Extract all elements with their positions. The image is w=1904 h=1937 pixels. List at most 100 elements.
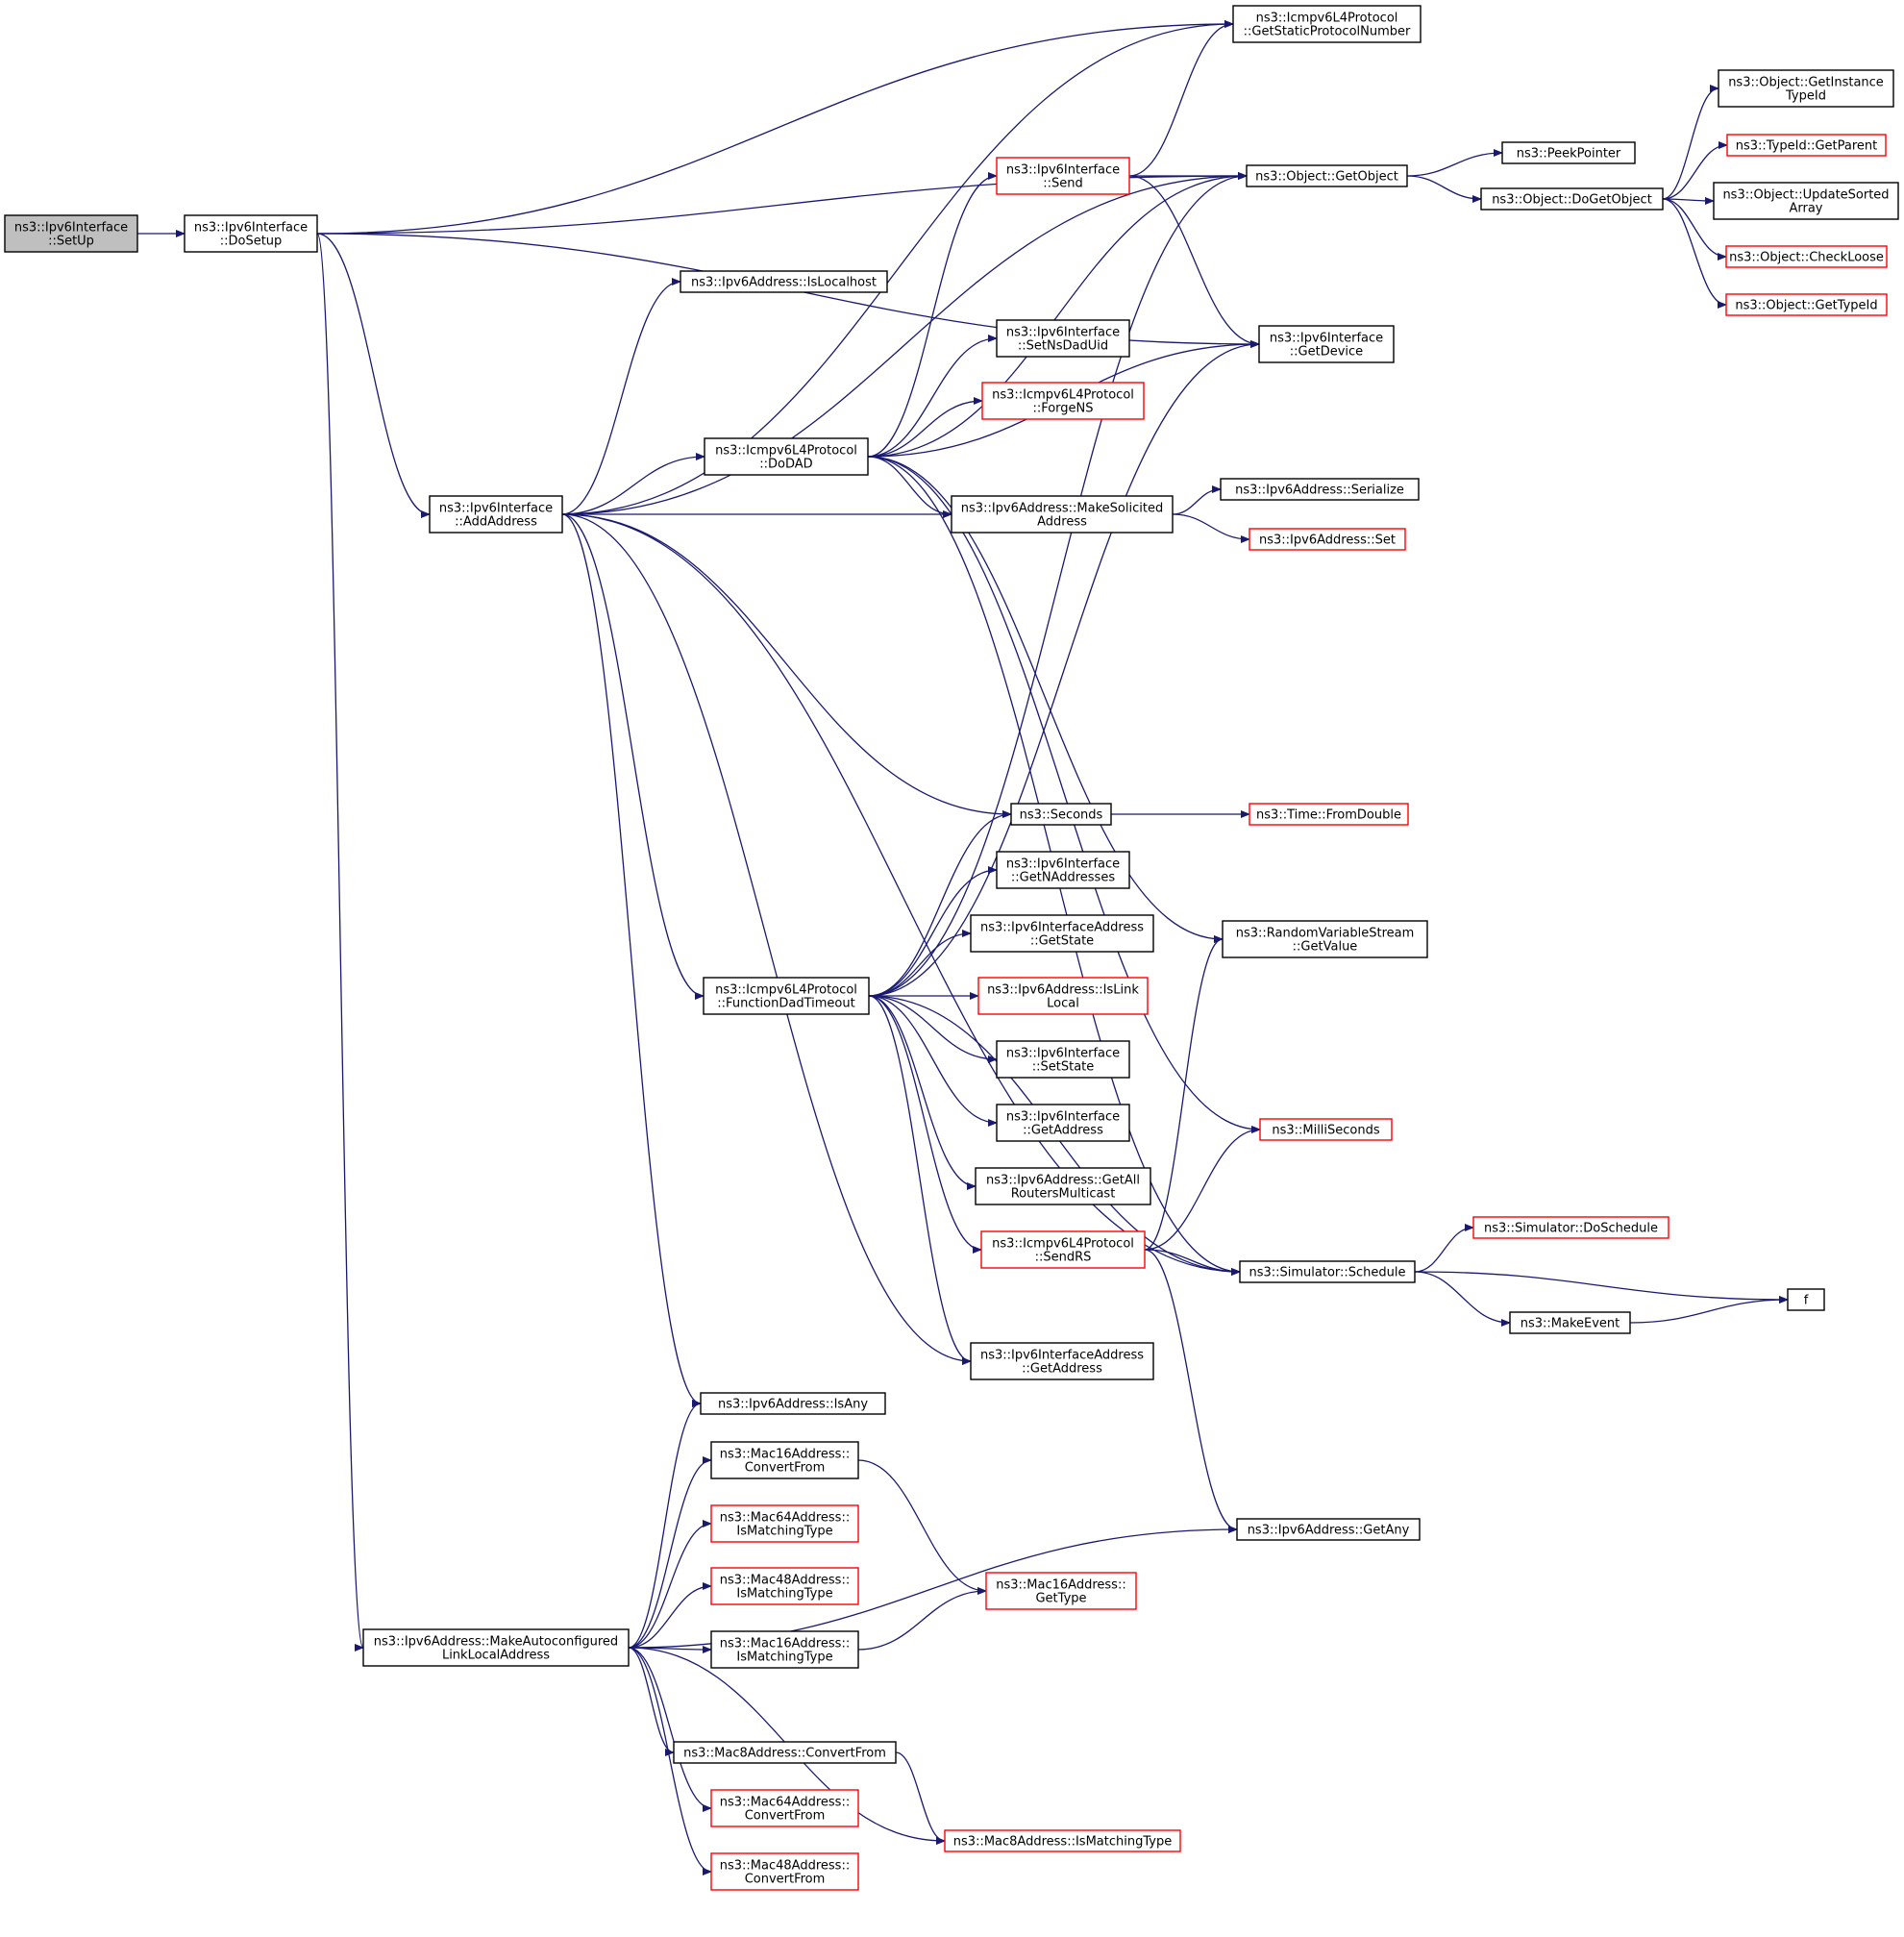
node-schedule[interactable]: ns3::Simulator::Schedule [1239, 1260, 1416, 1283]
node-funcdad[interactable]: ns3::Icmpv6L4Protocol::FunctionDadTimeou… [703, 977, 870, 1015]
node-label: ns3::TypeId::GetParent [1736, 139, 1878, 154]
node-dosetup[interactable]: ns3::Ipv6Interface::DoSetup [184, 214, 318, 253]
node-checkloose[interactable]: ns3::Object::CheckLoose [1725, 245, 1888, 268]
node-label: ns3::Object::GetTypeId [1735, 299, 1877, 313]
node-getobject[interactable]: ns3::Object::GetObject [1246, 164, 1408, 187]
node-box [1222, 920, 1428, 958]
node-box [1472, 1216, 1669, 1239]
edge-addaddress-to-addrgetaddress [561, 513, 972, 1365]
node-milliseconds[interactable]: ns3::MilliSeconds [1259, 1118, 1393, 1141]
node-box [1249, 803, 1409, 826]
edge-makeauto-to-mac64match [628, 1520, 712, 1649]
edge-dodad-to-getvalue [867, 456, 1224, 943]
node-label: ns3::Simulator::Schedule [1249, 1266, 1405, 1280]
node-label: ns3::Ipv6Interface [1006, 163, 1120, 178]
node-makeevent[interactable]: ns3::MakeEvent [1509, 1311, 1631, 1334]
edge-send-to-getstatic [1128, 20, 1234, 177]
node-isany[interactable]: ns3::Ipv6Address::IsAny [700, 1392, 886, 1415]
node-label: IsMatchingType [736, 1651, 832, 1665]
node-makeauto[interactable]: ns3::Ipv6Address::MakeAutoconfiguredLink… [362, 1628, 630, 1667]
node-box [970, 1342, 1154, 1380]
edge-makeauto-to-mac48match [628, 1582, 712, 1649]
node-getnaddresses[interactable]: ns3::Ipv6Interface::GetNAddresses [996, 851, 1130, 889]
node-box [362, 1628, 630, 1667]
node-mac48match[interactable]: ns3::Mac48Address::IsMatchingType [710, 1567, 859, 1605]
node-label: ns3::Ipv6InterfaceAddress [980, 1349, 1144, 1363]
node-setnsdaduid[interactable]: ns3::Ipv6Interface::SetNsDadUid [996, 319, 1130, 358]
edge-addaddress-to-getstatic [561, 20, 1234, 515]
node-label: ::AddAddress [455, 515, 537, 530]
node-mac8match[interactable]: ns3::Mac8Address::IsMatchingType [944, 1829, 1181, 1852]
node-set[interactable]: ns3::Ipv6Address::Set [1249, 528, 1406, 551]
node-dodad[interactable]: ns3::Icmpv6L4Protocol::DoDAD [704, 437, 869, 476]
node-label: ::SetState [1032, 1060, 1095, 1075]
node-mac8convert[interactable]: ns3::Mac8Address::ConvertFrom [673, 1741, 897, 1764]
edge-makeauto-to-mac48convert [628, 1647, 712, 1875]
node-label: ns3::Ipv6Address::MakeAutoconfigured [374, 1635, 618, 1650]
node-sendrs[interactable]: ns3::Icmpv6L4Protocol::SendRS [980, 1230, 1146, 1269]
node-label: ns3::Mac16Address:: [720, 1448, 850, 1462]
node-peekpointer[interactable]: ns3::PeekPointer [1501, 141, 1636, 164]
node-fromdouble[interactable]: ns3::Time::FromDouble [1249, 803, 1409, 826]
node-islocalhost[interactable]: ns3::Ipv6Address::IsLocalhost [680, 270, 888, 293]
node-setstate[interactable]: ns3::Ipv6Interface::SetState [996, 1040, 1130, 1079]
node-f[interactable]: f [1787, 1288, 1825, 1311]
node-addaddress[interactable]: ns3::Ipv6Interface::AddAddress [429, 495, 563, 534]
node-label: ::SetUp [48, 235, 94, 249]
node-box [975, 1167, 1151, 1205]
edge-schedule-to-f [1414, 1271, 1789, 1304]
node-setup[interactable]: ns3::Ipv6Interface::SetUp [4, 214, 138, 253]
node-mac64convert[interactable]: ns3::Mac64Address::ConvertFrom [710, 1789, 859, 1827]
node-label: ns3::Icmpv6L4Protocol [715, 983, 857, 998]
node-label: f [1804, 1294, 1809, 1308]
edge-getobject-to-peekpointer [1406, 149, 1503, 177]
node-mac16gettype[interactable]: ns3::Mac16Address::GetType [985, 1572, 1137, 1610]
node-label: ::SetNsDadUid [1018, 339, 1108, 354]
edge-dodad-to-send [867, 172, 998, 458]
node-dogetobject[interactable]: ns3::Object::DoGetObject [1480, 187, 1664, 211]
node-getstate[interactable]: ns3::Ipv6InterfaceAddress::GetState [970, 914, 1154, 953]
edge-mac8convert-to-mac8match [895, 1751, 946, 1845]
edge-dodad-to-makesolicited [867, 456, 952, 518]
node-getvalue[interactable]: ns3::RandomVariableStream::GetValue [1222, 920, 1428, 958]
node-label: ns3::Ipv6Interface [1006, 1110, 1120, 1125]
node-label: ::GetState [1030, 934, 1094, 949]
edge-addaddress-to-seconds [561, 513, 1012, 818]
node-getparent[interactable]: ns3::TypeId::GetParent [1726, 134, 1887, 157]
node-label: ns3::RandomVariableStream [1236, 927, 1415, 941]
edge-makesolicited-to-serialize [1172, 485, 1222, 515]
edge-makeauto-to-isany [628, 1400, 702, 1649]
edge-funcdad-to-setstate [868, 995, 998, 1063]
node-box [1726, 134, 1887, 157]
edge-schedule-to-makeevent [1414, 1271, 1511, 1327]
node-box [970, 914, 1154, 953]
node-mac16convert[interactable]: ns3::Mac16Address::ConvertFrom [710, 1441, 859, 1479]
node-forgens[interactable]: ns3::Icmpv6L4Protocol::ForgeNS [981, 382, 1145, 420]
node-label: ns3::Icmpv6L4Protocol [715, 444, 857, 459]
node-mac48convert[interactable]: ns3::Mac48Address::ConvertFrom [710, 1852, 859, 1891]
node-label: ns3::Object::DoGetObject [1492, 193, 1652, 208]
node-box [1718, 69, 1894, 108]
node-doschedule[interactable]: ns3::Simulator::DoSchedule [1472, 1216, 1669, 1239]
node-box [700, 1392, 886, 1415]
node-serialize[interactable]: ns3::Ipv6Address::Serialize [1220, 478, 1420, 501]
node-mac16match[interactable]: ns3::Mac16Address::IsMatchingType [710, 1630, 859, 1669]
node-box [1787, 1288, 1825, 1311]
node-label: ns3::Ipv6Address::MakeSolicited [961, 502, 1163, 516]
node-ifgetaddress[interactable]: ns3::Ipv6Interface::GetAddress [996, 1104, 1130, 1142]
node-addrgetaddress[interactable]: ns3::Ipv6InterfaceAddress::GetAddress [970, 1342, 1154, 1380]
node-getdevice[interactable]: ns3::Ipv6Interface::GetDevice [1258, 325, 1395, 363]
node-getany[interactable]: ns3::Ipv6Address::GetAny [1236, 1518, 1421, 1541]
node-send[interactable]: ns3::Ipv6Interface::Send [996, 157, 1130, 195]
node-seconds[interactable]: ns3::Seconds [1010, 803, 1112, 826]
node-gettypeid[interactable]: ns3::Object::GetTypeId [1725, 293, 1888, 316]
node-getstatic[interactable]: ns3::Icmpv6L4Protocol::GetStaticProtocol… [1232, 5, 1422, 43]
node-mac64match[interactable]: ns3::Mac64Address::IsMatchingType [710, 1504, 859, 1543]
node-box [996, 157, 1130, 195]
